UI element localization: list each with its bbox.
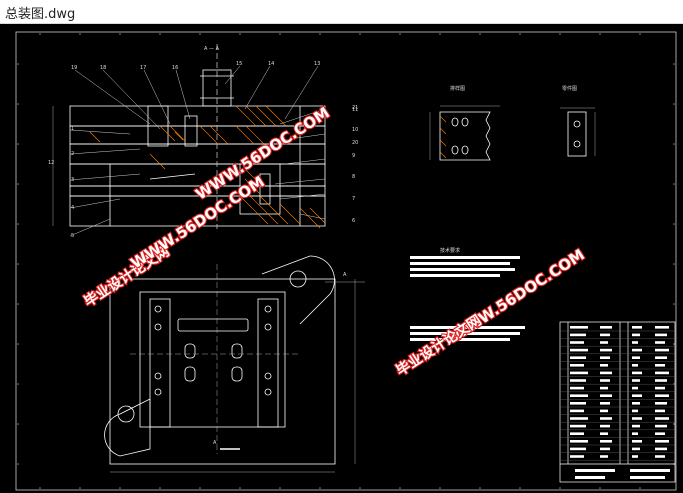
callout-7: 7 [352,196,355,202]
frame-grid-dots [17,33,675,489]
plan-cut-mark-top: A [343,272,347,278]
layout-detail-hatch [439,115,447,159]
callout-16: 16 [172,65,178,71]
plan-cut-mark-bottom: A [213,440,217,446]
callout-15: 15 [236,61,242,67]
callout-18: 18 [100,65,106,71]
drawing-frame [15,31,677,491]
section-label: A — A [204,46,220,52]
callout-5: 5 [71,233,74,239]
callout-12: 12 [48,160,54,166]
part-detail [560,107,596,157]
tech-requirements-text [410,256,525,341]
plan-view [104,255,365,473]
layout-detail [429,105,500,161]
callout-13: 13 [314,61,320,67]
callout-19: 19 [71,65,77,71]
callout-9: 9 [352,153,355,159]
callout-4: 4 [71,205,74,211]
part-detail-label: 零件图 [562,85,577,92]
callout-21: 21 [352,105,358,111]
callout-8: 8 [352,174,355,180]
callout-6: 6 [352,218,355,224]
tech-requirements-heading: 技术要求 [440,247,460,254]
callout-17: 17 [140,65,146,71]
callout-leaders [69,65,326,237]
window-title: 总装图.dwg [5,7,76,22]
callout-3: 3 [71,177,74,183]
callout-2: 2 [71,151,74,157]
window-titlebar: 总装图.dwg [0,0,683,24]
callout-11: 11 [352,107,358,113]
callout-20: 20 [352,140,358,146]
bom-table-rows [560,326,675,479]
watermark-cn-right: 毕业设计论文网 [393,312,484,380]
section-view [52,44,326,229]
section-hatching [89,105,326,229]
cad-drawing: A — A 19 18 17 16 15 14 13 12 1 2 3 4 5 … [15,31,677,491]
title-block [559,321,676,483]
callout-14: 14 [268,61,274,67]
callout-1: 1 [71,126,74,132]
callout-10: 10 [352,127,358,133]
layout-detail-label: 排样图 [450,85,465,92]
drawing-canvas[interactable]: A — A 19 18 17 16 15 14 13 12 1 2 3 4 5 … [0,24,683,493]
